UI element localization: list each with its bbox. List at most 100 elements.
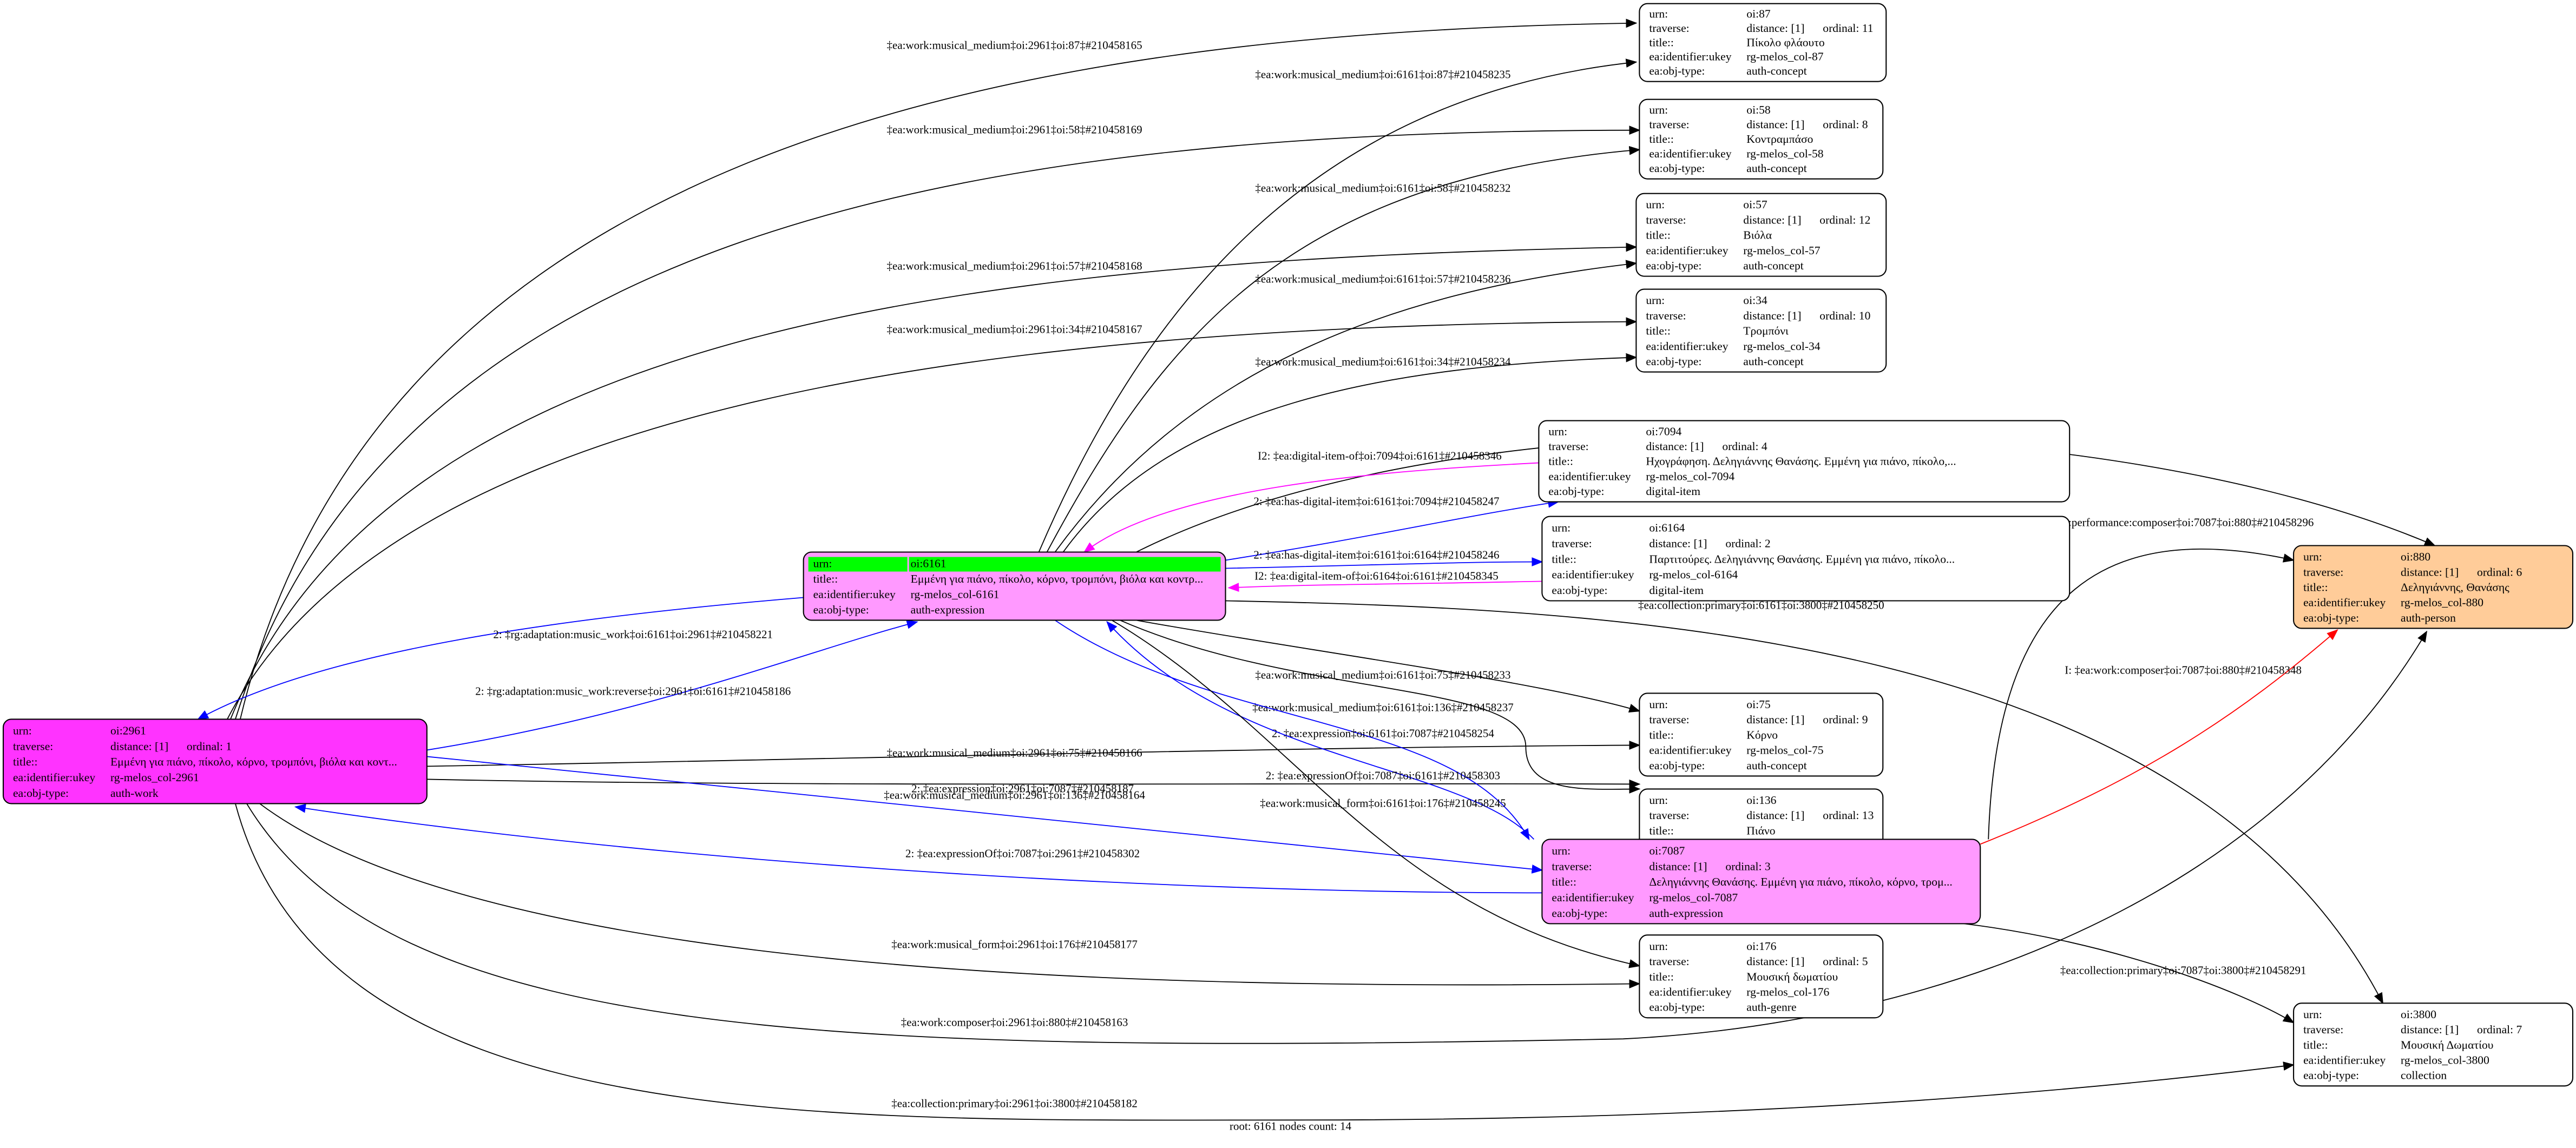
edge-label: 2: ‡ea:expression‡oi:2961‡oi:7087‡#21045… — [911, 782, 1134, 795]
edge: ‡ea:work:musical_medium‡oi:6161‡oi:87‡#2… — [1038, 58, 1638, 552]
edge-line — [1083, 462, 1539, 553]
node-field-ordinal: ordinal: 13 — [1823, 809, 1874, 822]
node-field-key: urn: — [2303, 1008, 2322, 1021]
node-field-key: title:: — [1552, 552, 1576, 565]
node-field-value: distance: [1] — [110, 740, 168, 753]
edge-label: ‡ea:work:musical_medium‡oi:2961‡oi:87‡#2… — [887, 39, 1142, 52]
node-field-ordinal: ordinal: 10 — [1819, 309, 1870, 322]
node-field-value: rg-melos_col-176 — [1746, 986, 1829, 999]
edge: ‡ea:collection:primary‡oi:7087‡oi:3800‡#… — [1964, 923, 2306, 1024]
node-box — [1639, 692, 1884, 777]
edge-line — [235, 803, 2295, 1121]
edge-line — [1964, 923, 2295, 1024]
node-field-ordinal: ordinal: 7 — [2477, 1023, 2522, 1036]
node-field-key: ea:identifier:ukey — [1649, 147, 1731, 160]
node-field-value: Κόρνο — [1746, 728, 1778, 741]
edge: ‡ea:collection:primary‡oi:2961‡oi:3800‡#… — [235, 803, 2295, 1121]
edge: ‡ea:work:composer‡oi:2961‡oi:880‡#210458… — [246, 630, 2428, 1044]
edge-label: ‡ea:work:musical_form‡oi:6161‡oi:176‡#21… — [1260, 796, 1506, 809]
edge-line — [1112, 619, 1641, 968]
node-field-ordinal: ordinal: 2 — [1725, 537, 1770, 550]
node-field-value: oi:3800 — [2401, 1008, 2436, 1021]
node-field-value: collection — [2401, 1069, 2447, 1082]
node-field-value: Πίκολο φλάουτο — [1746, 36, 1824, 49]
edge: ‡ea:work:musical_medium‡oi:6161‡oi:34‡#2… — [1062, 353, 1638, 553]
node-field-key: ea:obj-type: — [1646, 259, 1701, 272]
footer-status: root: 6161 nodes count: 14 — [1230, 1119, 1351, 1132]
node-field-key: title:: — [13, 755, 38, 768]
node-field-key: ea:identifier:ukey — [1552, 891, 1634, 904]
node-field-value: Εμμένη για πιάνο, πίκολο, κόρνο, τρομπόν… — [911, 572, 1204, 585]
node-field-key: title:: — [1649, 36, 1674, 49]
node-field-key: urn: — [1552, 844, 1570, 857]
root-highlight — [808, 557, 908, 572]
node-field-key: title:: — [1649, 133, 1674, 146]
node-field-key: urn: — [1552, 522, 1570, 535]
node-box — [1635, 193, 1887, 277]
edge-line — [1225, 557, 1543, 569]
node-field-value: Τρομπόνι — [1743, 325, 1789, 338]
node-field-key: ea:obj-type: — [2303, 611, 2359, 624]
edge-label: I2: ‡ea:digital-item-of‡oi:6164‡oi:6161‡… — [1254, 569, 1499, 582]
node-field-value: rg-melos_col-880 — [2401, 596, 2483, 609]
node-field-key: ea:identifier:ukey — [1552, 568, 1634, 581]
edge-label: ‡ea:work:musical_medium‡oi:6161‡oi:57‡#2… — [1255, 273, 1510, 286]
node-field-value: digital-item — [1649, 584, 1704, 597]
node-field-key: title:: — [1649, 970, 1674, 983]
node-field-value: distance: [1] — [1743, 213, 1801, 226]
edge-line — [1988, 548, 2295, 840]
edge-line — [426, 778, 1641, 789]
edge: 2: ‡rg:adaptation:music_work:reverse‡oi:… — [426, 620, 918, 751]
edge-line — [294, 803, 1542, 894]
node-field-key: ea:identifier:ukey — [1649, 50, 1731, 63]
edge: ‡ea:performance:composer‡oi:7087‡oi:880‡… — [1988, 516, 2314, 840]
node-field-ordinal: ordinal: 3 — [1725, 860, 1770, 873]
node-field-key: ea:obj-type: — [1646, 355, 1701, 368]
edge-line — [235, 126, 1641, 720]
edge-label: 2: ‡ea:expressionOf‡oi:7087‡oi:2961‡#210… — [905, 847, 1140, 860]
edge-label: ‡ea:work:musical_medium‡oi:2961‡oi:75‡#2… — [887, 746, 1142, 759]
node-field-key: ea:identifier:ukey — [1646, 244, 1728, 257]
edge-label: ‡ea:work:musical_medium‡oi:2961‡oi:58‡#2… — [887, 123, 1142, 136]
node-field-key: urn: — [1649, 103, 1668, 116]
node-field-key: ea:obj-type: — [1649, 1001, 1705, 1014]
edge-line — [240, 18, 1638, 720]
edge-label: 2: ‡ea:has-digital-item‡oi:6161‡oi:6164‡… — [1253, 549, 1499, 562]
node-field-value: auth-genre — [1746, 1001, 1796, 1014]
node-field-value: distance: [1] — [1746, 713, 1804, 726]
node-field-ordinal: ordinal: 1 — [187, 740, 232, 753]
node-field-value: oi:75 — [1746, 698, 1770, 711]
node-field-value: rg-melos_col-2961 — [110, 771, 199, 784]
node-field-ordinal: ordinal: 11 — [1823, 22, 1873, 35]
edge: 2: ‡rg:adaptation:music_work‡oi:6161‡oi:… — [197, 597, 804, 720]
node-field-value: Ηχογράφηση. Δεληγιάννης Θανάσης. Εμμένη … — [1646, 455, 1956, 468]
edge-line — [1980, 629, 2338, 845]
node-field-ordinal: ordinal: 4 — [1722, 440, 1767, 453]
node-field-value: auth-concept — [1746, 759, 1806, 772]
node-field-key: title:: — [813, 572, 838, 585]
node-field-key: title:: — [1649, 824, 1674, 837]
node-field-key: urn: — [1548, 425, 1567, 438]
node-field-key: title:: — [1649, 728, 1674, 741]
edge-line — [1227, 580, 1542, 592]
node-box — [2293, 1002, 2574, 1087]
node-field-key: title:: — [1646, 229, 1671, 242]
node-field-value: digital-item — [1646, 485, 1700, 498]
node-field-ordinal: ordinal: 5 — [1823, 955, 1868, 968]
node-field-key: urn: — [1646, 294, 1665, 307]
node-field-key: ea:identifier:ukey — [13, 771, 95, 784]
